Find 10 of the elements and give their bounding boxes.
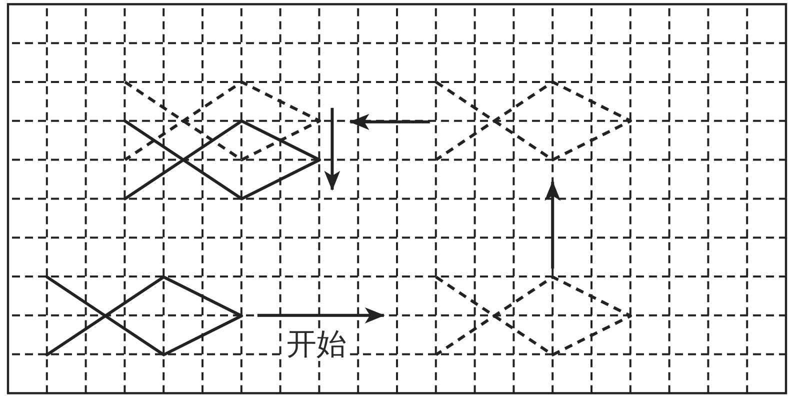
arrow <box>544 180 561 268</box>
arrow <box>257 307 385 324</box>
fish-figure <box>44 274 244 356</box>
fish-figure <box>434 80 632 162</box>
arrow <box>349 114 430 130</box>
fish-figure <box>434 274 632 356</box>
fish-figure <box>122 80 322 162</box>
fish-figure <box>122 118 322 201</box>
edge-label: 开始 <box>284 329 349 362</box>
arrow <box>324 108 340 191</box>
